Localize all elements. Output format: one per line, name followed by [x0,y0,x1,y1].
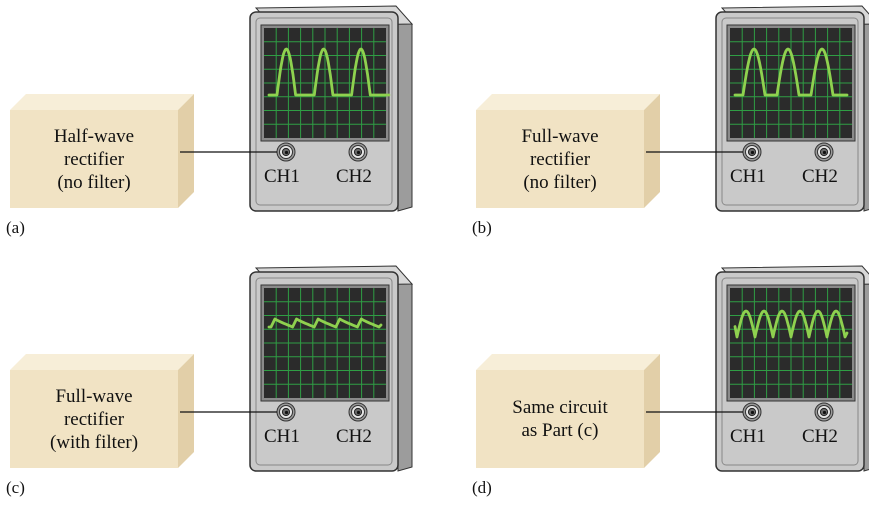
box-side-face [644,354,660,468]
ch1-label: CH1 [264,426,300,448]
ch2-label: CH2 [336,426,372,448]
ch2-connector-icon [349,403,367,421]
ch1-label: CH1 [730,166,766,188]
ch2-connector-icon [815,403,833,421]
box-top-face [476,354,660,370]
box-label-line: (no filter) [10,171,178,194]
box-label-line: as Part (c) [476,419,644,442]
part-label: (c) [6,478,25,498]
ch1-connector-icon [277,403,295,421]
box-top-face [10,354,194,370]
scope-side [398,14,412,211]
part-label: (b) [472,218,492,238]
ch2-label: CH2 [336,166,372,188]
ch2-connector-icon [815,143,833,161]
ch1-connector-icon [277,143,295,161]
ch2-connector-icon [349,143,367,161]
ch2-label: CH2 [802,426,838,448]
part-label: (d) [472,478,492,498]
box-label-line: Same circuit [476,396,644,419]
box-label-line: Half-wave [10,125,178,148]
box-side-face [178,354,194,468]
box-label-line: (with filter) [10,431,178,454]
box-top-face [476,94,660,110]
box-side-face [644,94,660,208]
ch1-connector-icon [743,143,761,161]
box-label-line: Full-wave [476,125,644,148]
part-label: (a) [6,218,25,238]
ch1-label: CH1 [730,426,766,448]
box-label-line: rectifier [10,408,178,431]
ch1-connector-icon [743,403,761,421]
box-label-line: rectifier [476,148,644,171]
ch1-label: CH1 [264,166,300,188]
box-label-line: Full-wave [10,385,178,408]
box-label-line: rectifier [10,148,178,171]
panel-d-drawing [466,260,869,518]
box-label-line: (no filter) [476,171,644,194]
ch2-label: CH2 [802,166,838,188]
box-top-face [10,94,194,110]
box-side-face [178,94,194,208]
scope-side [398,274,412,471]
